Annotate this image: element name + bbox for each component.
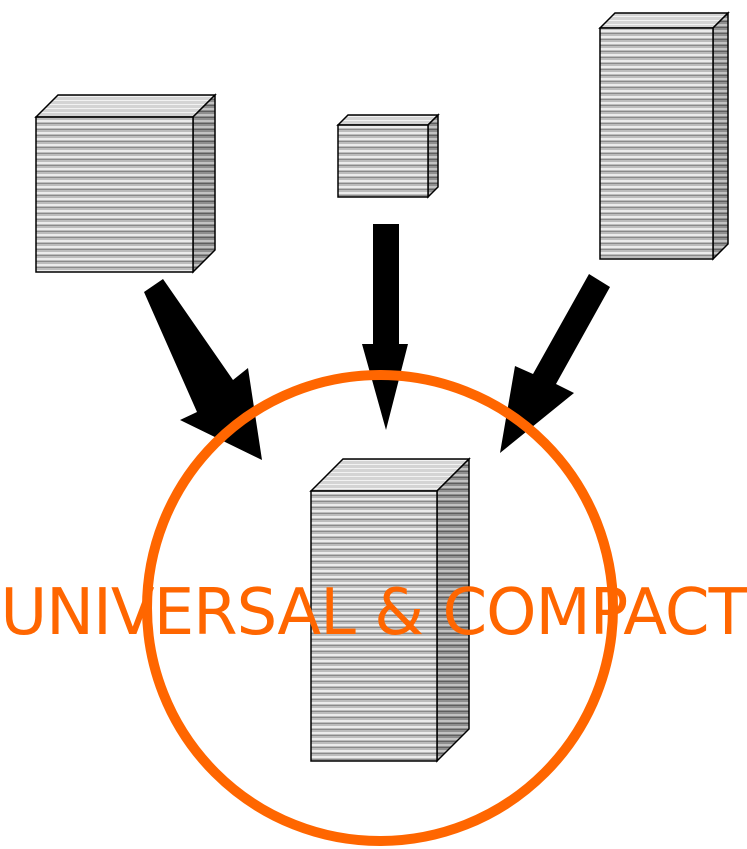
source-box-middle-side <box>427 113 439 199</box>
source-box-left <box>34 93 217 274</box>
source-box-middle <box>336 113 440 199</box>
source-box-right-front <box>599 27 714 260</box>
source-box-right-side <box>712 11 729 261</box>
source-box-right <box>598 11 730 261</box>
source-box-middle-front <box>337 124 429 198</box>
diagram-caption: UNIVERSAL & COMPACT <box>0 576 747 650</box>
source-box-left-side <box>192 93 216 274</box>
result-box-front <box>310 490 438 762</box>
source-box-middle-top <box>336 114 440 126</box>
down-arrow-icon-middle <box>362 224 408 430</box>
result-box <box>309 457 471 763</box>
down-arrow-icon-right <box>500 274 610 453</box>
source-box-right-top <box>598 12 730 29</box>
compact-circle <box>142 370 618 846</box>
source-box-left-front <box>35 116 194 273</box>
down-arrow-icon-left <box>144 279 262 460</box>
source-box-left-top <box>34 94 217 118</box>
